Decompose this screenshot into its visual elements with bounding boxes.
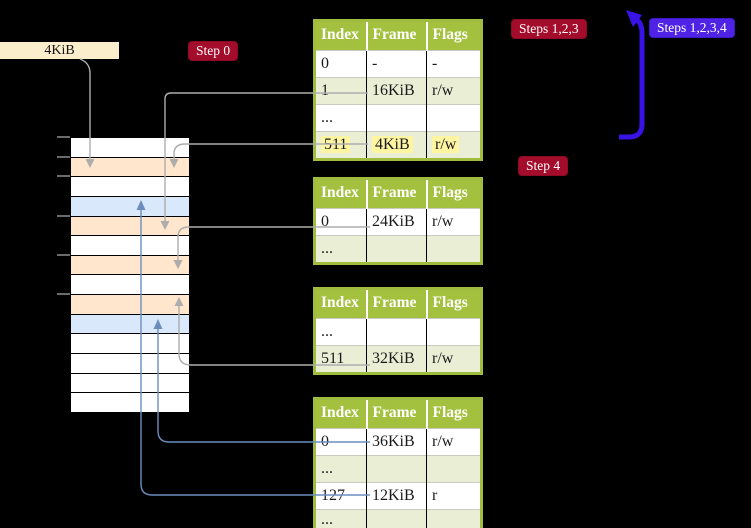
table-row: 127 12KiB r [314, 482, 482, 510]
memory-frame-row [71, 393, 189, 412]
table-header-row: Index Frame Flags [314, 398, 482, 429]
memory-frame-row [71, 177, 189, 197]
cell-flags: r/w [426, 208, 482, 236]
cell-frame [366, 318, 427, 346]
memory-frame-row [71, 373, 189, 394]
cell-flags: r/w [426, 131, 482, 160]
cell-frame: 16KiB [366, 77, 427, 105]
column-header-frame: Frame [365, 288, 427, 319]
memory-frame-row [71, 354, 189, 374]
table-row: 0 36KiB r/w [314, 428, 482, 456]
cell-index: 511 [314, 345, 367, 374]
cell-frame: 12KiB [366, 482, 427, 510]
column-header-index: Index [314, 20, 367, 51]
cell-index: 127 [321, 487, 345, 504]
table-header-row: Index Frame Flags [314, 20, 482, 51]
cell-flags: r/w [426, 345, 482, 374]
table-row: ... [314, 509, 482, 528]
cell-flags: - [426, 50, 482, 78]
cell-frame: 32KiB [366, 345, 427, 374]
memory-frame-row [71, 236, 189, 256]
cell-frame: 4KiB [366, 131, 427, 160]
table-row: 511 32KiB r/w [314, 345, 482, 374]
cell-index: ... [314, 235, 367, 264]
cell-flags: r [426, 482, 482, 510]
physical-memory-column [70, 137, 190, 413]
page-table-level4: Index Frame Flags 0 - - 1 16KiB r/w ... … [313, 19, 483, 161]
page-table-level3: Index Frame Flags 0 24KiB r/w ... [313, 177, 483, 265]
cell-index: 0 [321, 433, 329, 450]
cell-index: ... [314, 509, 367, 528]
column-header-flags: Flags [425, 178, 482, 209]
memory-frame-row [71, 196, 189, 217]
memory-frame-row [71, 275, 189, 296]
highlight: r/w [432, 136, 460, 153]
cell-index: ... [314, 455, 367, 483]
arrowhead-up-left-icon [626, 10, 642, 27]
table-row-highlighted: 511 4KiB r/w [314, 131, 482, 160]
table-header-row: Index Frame Flags [314, 288, 482, 319]
badge-steps-1-2-3: Steps 1,2,3 [511, 19, 587, 39]
column-header-frame: Frame [365, 398, 427, 429]
cell-flags [426, 104, 482, 132]
highlight: 511 [321, 136, 351, 153]
column-header-index: Index [314, 178, 367, 209]
cell-flags [426, 455, 482, 483]
cell-frame: - [366, 50, 427, 78]
column-header-frame: Frame [365, 20, 427, 51]
cell-index: 0 [321, 213, 329, 230]
loop-arrow-steps [619, 16, 645, 140]
cell-frame: 24KiB [366, 208, 427, 236]
memory-address-ticks [57, 136, 70, 295]
column-header-frame: Frame [365, 178, 427, 209]
cell-frame [366, 509, 427, 528]
badge-steps-1-2-3-4: Steps 1,2,3,4 [649, 18, 735, 38]
cell-index: ... [321, 109, 333, 126]
column-header-flags: Flags [425, 20, 482, 51]
table-row: 0 - - [314, 50, 482, 78]
cell-frame [366, 104, 427, 132]
memory-frame-row [71, 255, 189, 276]
table-row: ... [314, 235, 482, 264]
memory-frame-row [71, 138, 189, 158]
cell-flags [426, 235, 482, 264]
cell-frame [366, 455, 427, 483]
cell-flags [426, 509, 482, 528]
cell-index: 1 [314, 77, 367, 105]
cell-flags [426, 318, 482, 346]
table-row: 1 16KiB r/w [314, 77, 482, 105]
cell-flags: r/w [426, 428, 482, 456]
column-header-flags: Flags [425, 398, 482, 429]
cell-flags: r/w [426, 77, 482, 105]
table-header-row: Index Frame Flags [314, 178, 482, 209]
page-table-level2: Index Frame Flags ... 511 32KiB r/w [313, 287, 483, 375]
table-row: ... [314, 455, 482, 483]
memory-frame-row [71, 157, 189, 178]
badge-step-0: Step 0 [188, 41, 239, 61]
cell-frame [366, 235, 427, 264]
column-header-index: Index [314, 398, 367, 429]
table-row: ... [314, 104, 482, 132]
cell-frame: 36KiB [366, 428, 427, 456]
memory-frame-row [71, 295, 189, 315]
page-table-level1: Index Frame Flags 0 36KiB r/w ... 127 12… [313, 397, 483, 528]
highlight: 4KiB [372, 136, 413, 153]
badge-step-4: Step 4 [518, 156, 569, 176]
page-size-label: 4KiB [0, 42, 119, 59]
table-row: 0 24KiB r/w [314, 208, 482, 236]
cell-index: 0 [321, 55, 329, 72]
cell-index: ... [321, 323, 333, 340]
memory-frame-row [71, 334, 189, 355]
memory-frame-row [71, 314, 189, 335]
table-row: ... [314, 318, 482, 346]
column-header-flags: Flags [425, 288, 482, 319]
column-header-index: Index [314, 288, 367, 319]
memory-frame-row [71, 216, 189, 237]
cell-index: 511 [314, 131, 367, 160]
